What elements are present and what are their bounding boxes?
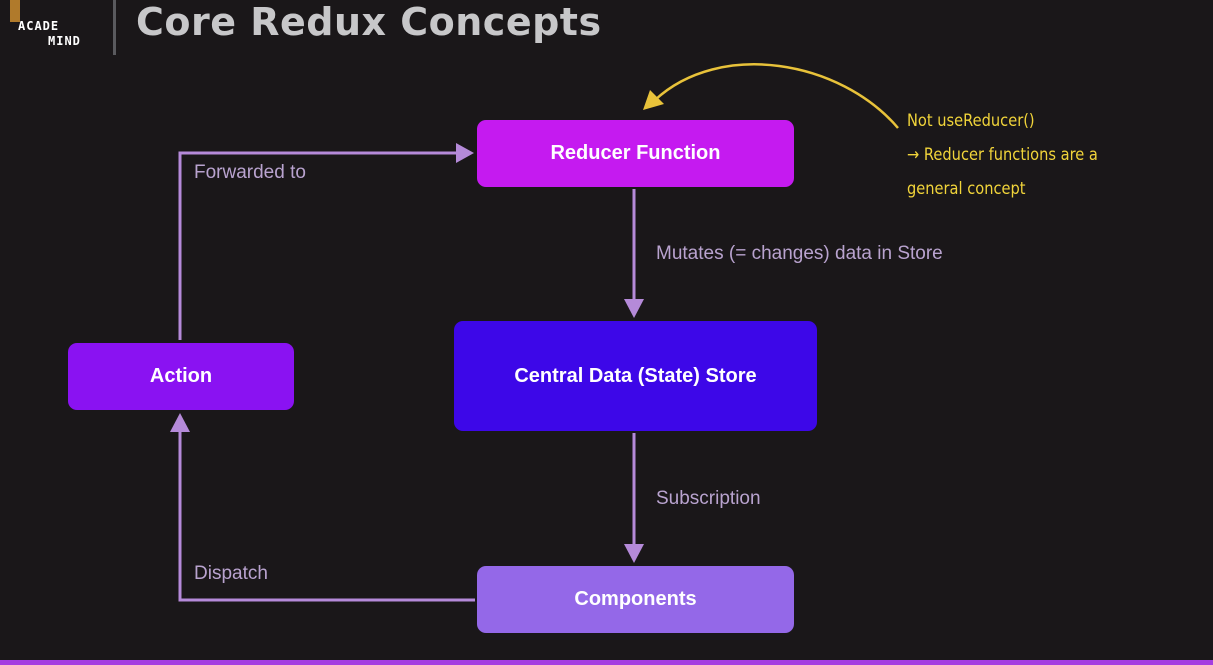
annotation-note: Not useReducer() → Reducer functions are… [907,104,1098,206]
node-reducer-label: Reducer Function [550,142,721,164]
node-action: Action [68,343,294,410]
note-arrowhead-icon [643,90,664,110]
logo-text-line1: ACADE [18,19,60,33]
note-line-1: Not useReducer() [907,111,1035,131]
node-central-store: Central Data (State) Store [454,321,817,431]
edge-label-mutates: Mutates (= changes) data in Store [656,243,943,264]
note-curve-arrow [654,63,899,129]
logo-flag-icon [10,0,20,22]
edge-dispatch [178,430,475,602]
node-reducer-function: Reducer Function [477,120,794,187]
edge-forwarded-to [178,151,458,340]
slide-header: ACADE MIND Core Redux Concepts [0,0,1213,56]
edge-label-dispatch: Dispatch [194,563,268,584]
academind-logo: ACADE MIND [0,0,112,56]
video-progress-bar[interactable] [0,660,1213,665]
arrow-dispatch-icon [170,413,190,432]
node-action-label: Action [149,365,213,387]
node-components: Components [477,566,794,633]
note-line-3: general concept [907,179,1026,199]
arrow-mutates-icon [624,299,644,318]
header-divider [113,0,116,55]
slide-title: Core Redux Concepts [136,0,602,44]
arrow-forwarded-icon [456,143,474,163]
logo-text-line2: MIND [48,34,81,48]
edge-label-subscription: Subscription [656,488,761,509]
node-store-label: Central Data (State) Store [514,364,757,387]
note-line-2: → Reducer functions are a [907,145,1098,165]
node-components-label: Components [574,588,697,610]
edge-label-forwarded: Forwarded to [194,162,306,183]
arrow-subscription-icon [624,544,644,563]
